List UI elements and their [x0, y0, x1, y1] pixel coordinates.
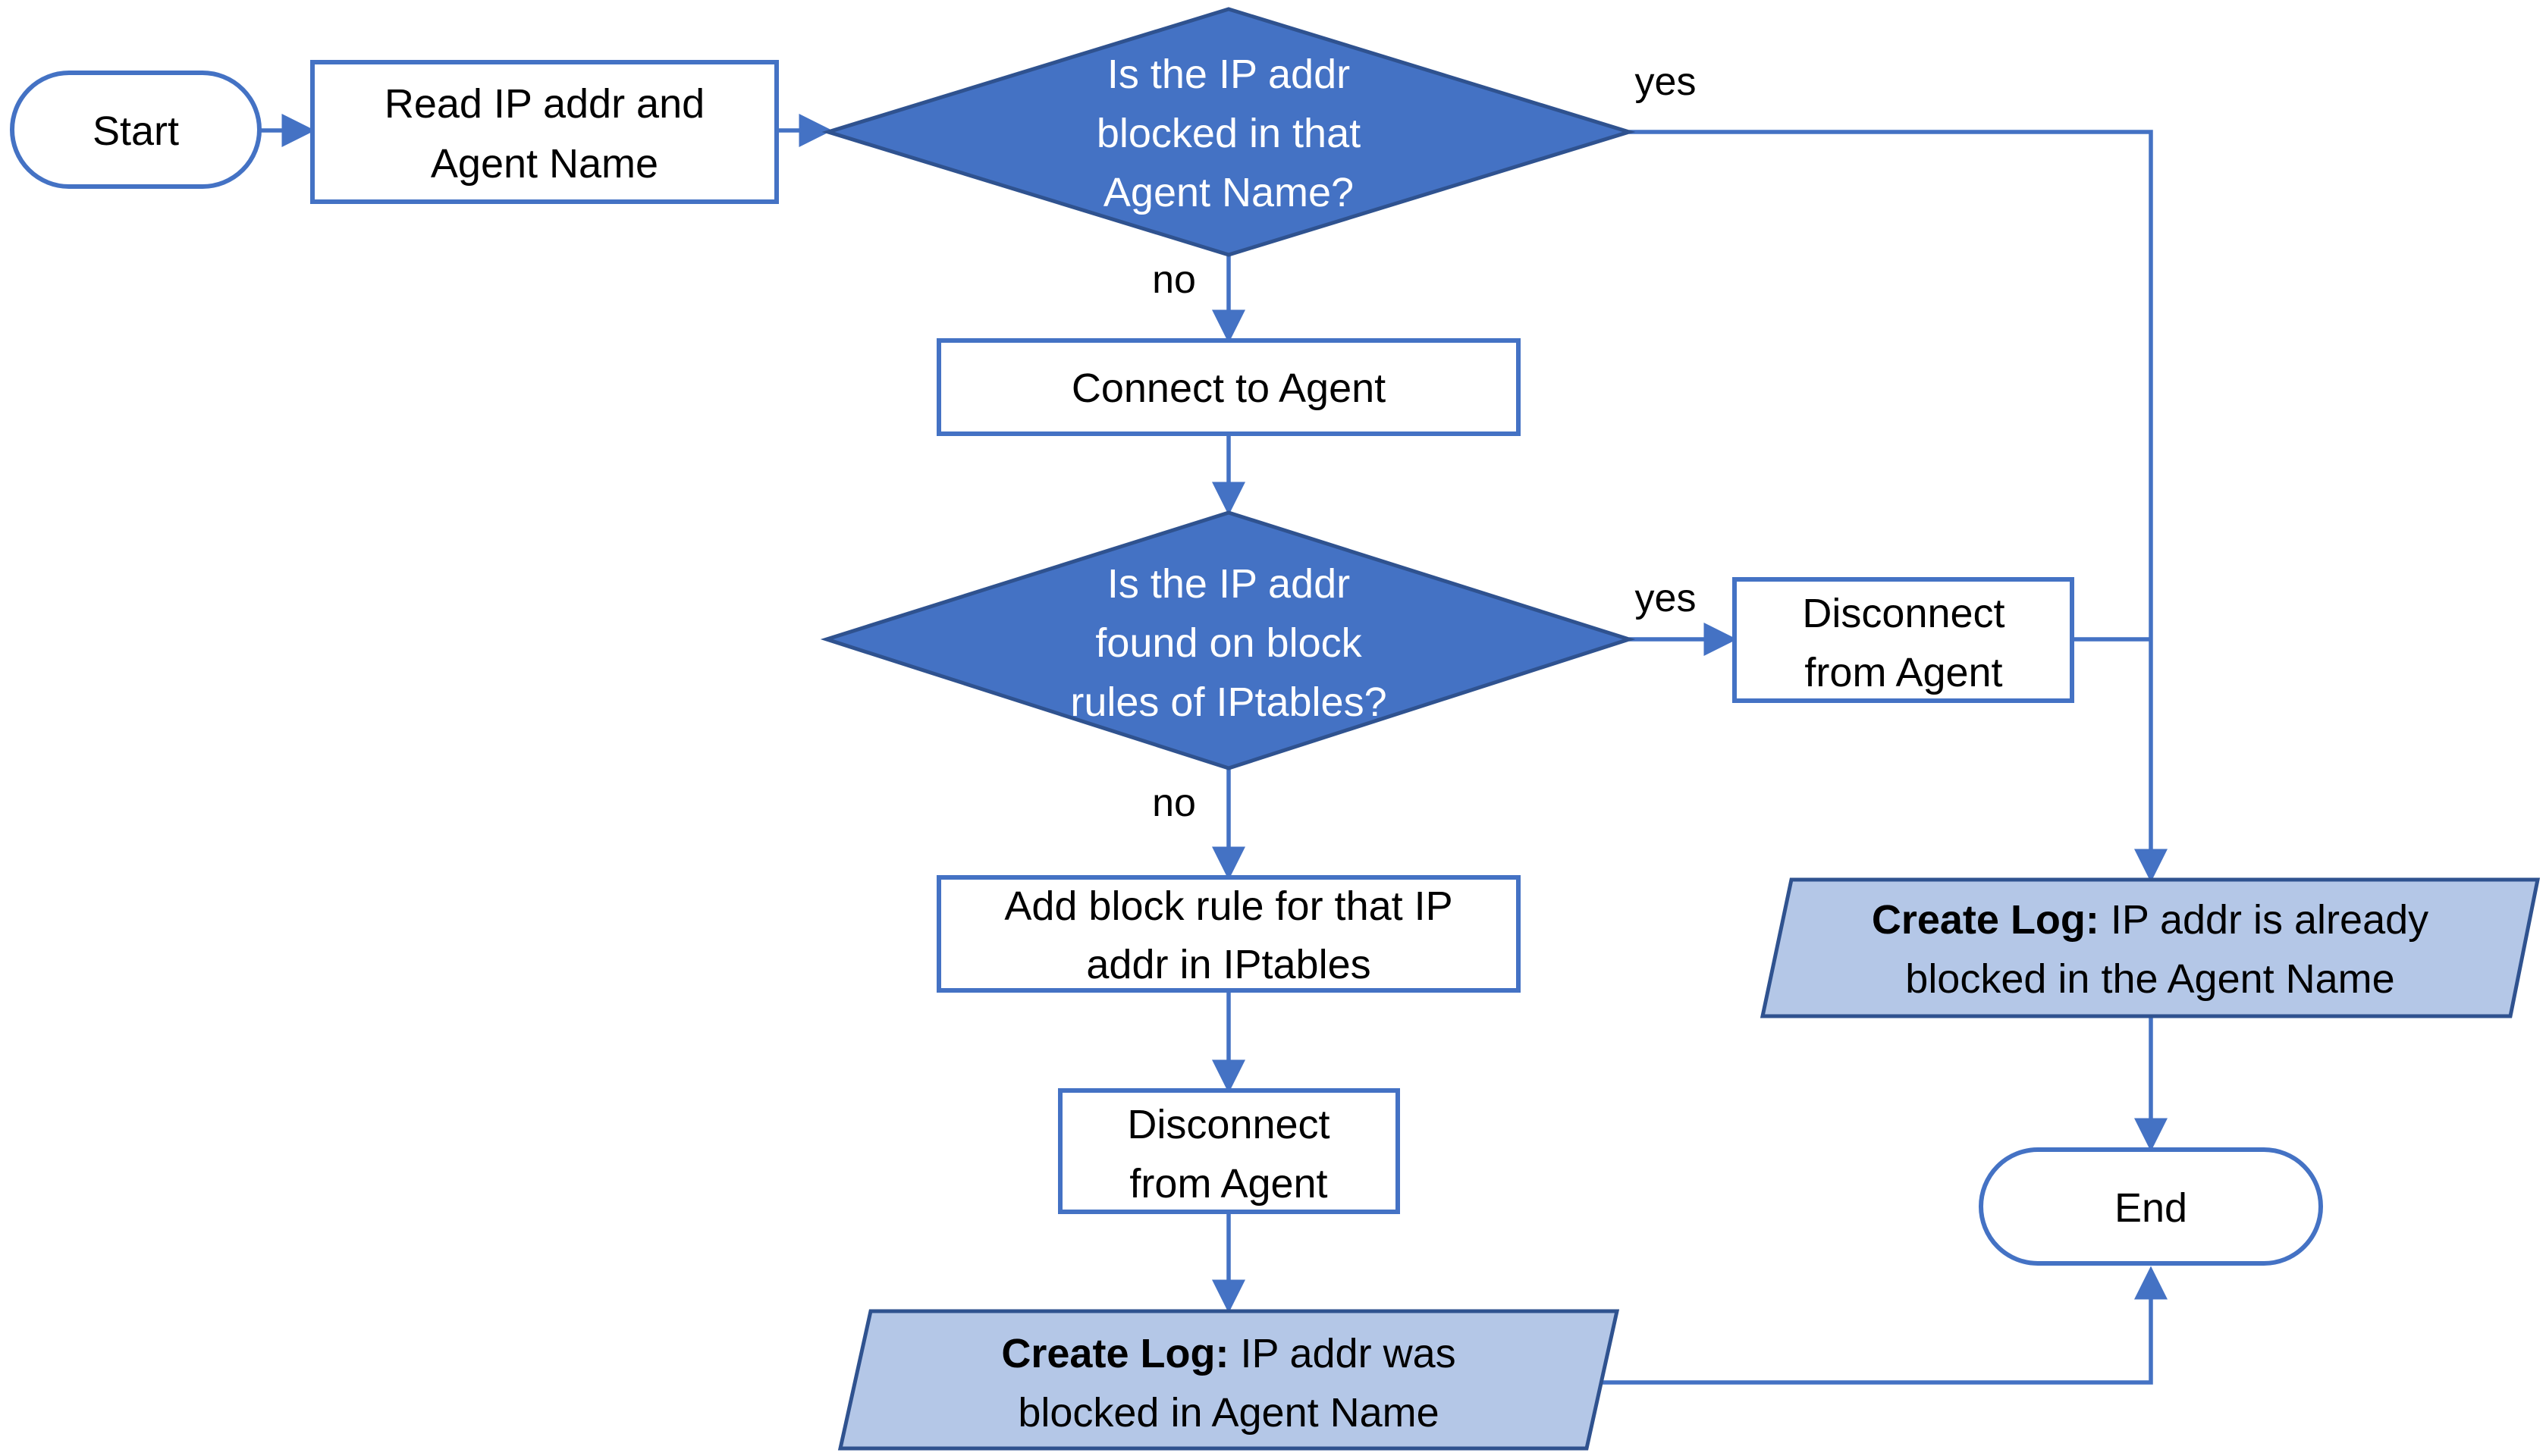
decision2-line-3: rules of IPtables? [1070, 679, 1386, 725]
disconnect-mid-line-2: from Agent [1129, 1161, 1327, 1207]
edge-log-blocked-to-end [1600, 1266, 2168, 1385]
log-already-blocked: Create Log: IP addr is already blocked i… [1760, 877, 2541, 1018]
end-label: End [2114, 1185, 2187, 1231]
decision1-line-1: Is the IP addr [1107, 52, 1350, 97]
log-already-keyword: Create Log: [1872, 897, 2099, 943]
disconnect-right-line-1: Disconnect [1802, 591, 2004, 636]
decision1-line-3: Agent Name? [1103, 170, 1354, 215]
start-label: Start [93, 108, 179, 154]
disconnect-mid-line-1: Disconnect [1127, 1102, 1330, 1147]
log-blocked-line-2: blocked in Agent Name [1018, 1390, 1439, 1436]
start-terminal: Start [10, 71, 262, 189]
decision-ip-in-iptables: Is the IP addr found on block rules of I… [820, 510, 1636, 770]
log-was-blocked: Create Log: IP addr was blocked in Agent… [837, 1309, 1620, 1451]
read-line-2: Agent Name [431, 141, 658, 187]
disconnect-right-line-2: from Agent [1804, 650, 2002, 695]
log-already-text: IP addr is already [2099, 897, 2428, 943]
add-rule-line-1: Add block rule for that IP [1004, 883, 1452, 929]
read-ip-process: Read IP addr and Agent Name [310, 60, 779, 204]
label-d1-no: no [1152, 258, 1196, 302]
label-d2-no: no [1152, 781, 1196, 825]
edge-decision1-yes [1629, 130, 2168, 883]
log-blocked-line-1: Create Log: IP addr was [1001, 1331, 1455, 1376]
end-terminal: End [1979, 1147, 2323, 1266]
read-line-1: Read IP addr and [385, 81, 705, 127]
log-already-line-1: Create Log: IP addr is already [1872, 897, 2428, 943]
log-blocked-text: IP addr was [1229, 1331, 1455, 1376]
connect-label: Connect to Agent [1072, 366, 1386, 411]
decision2-line-2: found on block [1095, 620, 1362, 666]
decision1-line-2: blocked in that [1097, 111, 1361, 156]
disconnect-right-process: Disconnect from Agent [1732, 577, 2074, 703]
disconnect-mid-process: Disconnect from Agent [1058, 1088, 1400, 1214]
connect-agent-process: Connect to Agent [937, 338, 1521, 436]
label-d2-yes: yes [1635, 576, 1697, 620]
log-blocked-keyword: Create Log: [1001, 1331, 1229, 1376]
add-rule-line-2: addr in IPtables [1086, 942, 1370, 987]
decision-ip-blocked-in-agent: Is the IP addr blocked in that Agent Nam… [821, 7, 1636, 257]
add-block-rule-process: Add block rule for that IP addr in IPtab… [937, 875, 1521, 993]
label-d1-yes: yes [1635, 60, 1697, 104]
log-already-line-2: blocked in the Agent Name [1905, 956, 2394, 1002]
decision2-line-1: Is the IP addr [1107, 561, 1350, 607]
